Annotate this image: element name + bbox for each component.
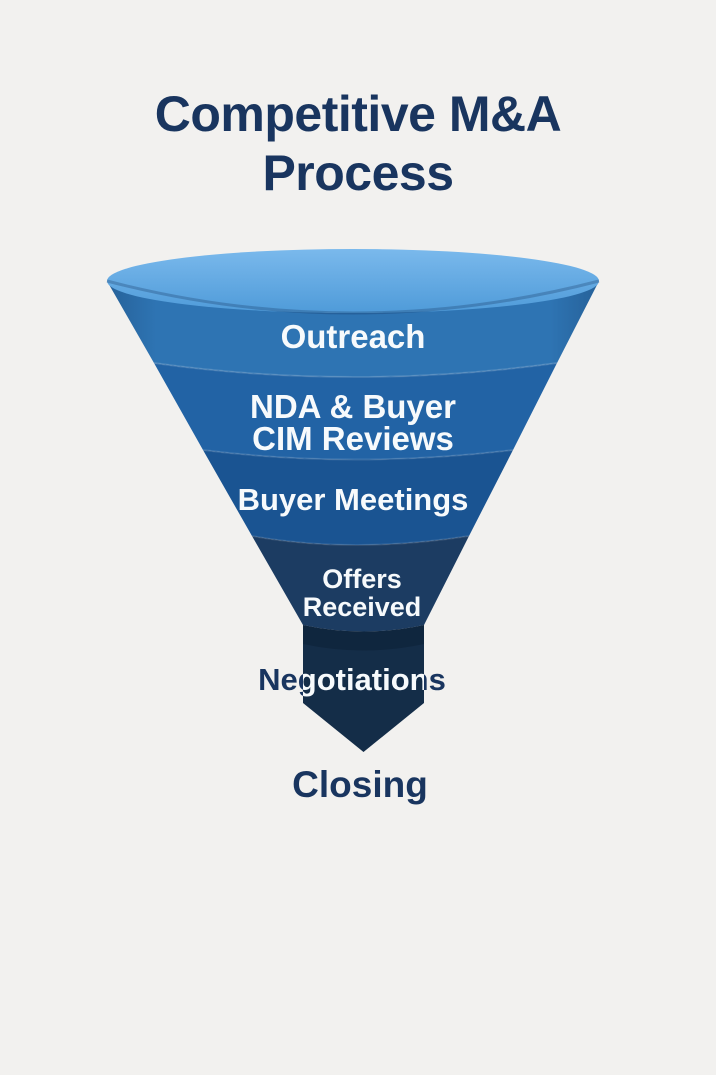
cone-edge-shading bbox=[107, 281, 599, 632]
stage-label-negotiations-overflow: Negotiations bbox=[258, 662, 446, 697]
stage-label-nda-line1: NDA & Buyer bbox=[250, 388, 456, 425]
page-title-line1: Competitive M&A bbox=[155, 86, 561, 142]
stage-label-nda-line2: CIM Reviews bbox=[252, 420, 454, 457]
stage-label-outreach: Outreach bbox=[281, 318, 426, 355]
separator-highlight-2 bbox=[202, 449, 514, 461]
page-title-line2: Process bbox=[262, 145, 453, 201]
stem-top-shadow bbox=[303, 625, 424, 651]
stage-label-offers-line1: Offers bbox=[322, 564, 402, 594]
rim-inner-shadow bbox=[106, 279, 600, 315]
funnel-stage-negotiations-arrow bbox=[303, 625, 424, 752]
separator-highlight-1 bbox=[153, 362, 558, 378]
funnel-top-opening bbox=[107, 249, 599, 313]
stage-label-closing: Closing bbox=[292, 764, 428, 805]
stage-label-negotiations: Negotiations bbox=[258, 662, 446, 697]
stage-label-offers-line2: Received bbox=[303, 592, 422, 622]
stage-label-buyer-meetings: Buyer Meetings bbox=[238, 482, 469, 517]
separator-highlight-3 bbox=[251, 535, 470, 546]
